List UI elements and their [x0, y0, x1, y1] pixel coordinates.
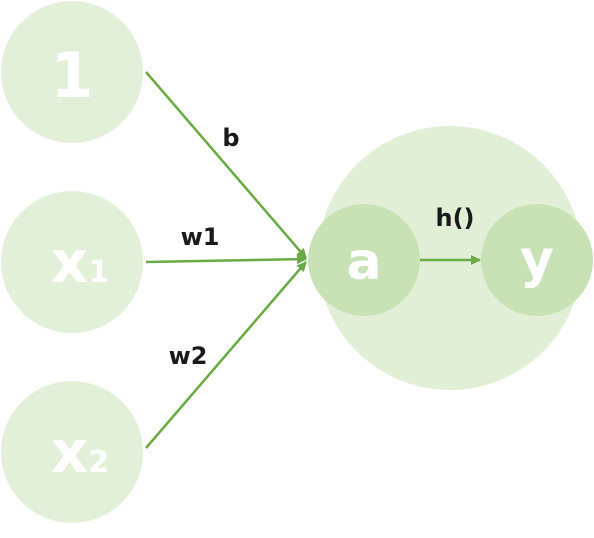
a-node	[308, 204, 420, 316]
x1-subscript: 1	[88, 255, 109, 290]
y-node	[481, 204, 593, 316]
y-node-label: y	[520, 230, 554, 290]
neuron-outer-circle	[318, 126, 582, 390]
x2-node	[1, 381, 143, 523]
x2-main-text: x	[51, 418, 88, 486]
w2-weight-label: w2	[169, 342, 208, 370]
x2-subscript: 2	[88, 445, 109, 480]
x2-node-label: x2	[51, 418, 109, 486]
x2-edge	[145, 261, 307, 449]
x1-node	[1, 191, 143, 333]
x1-node-label: x1	[51, 228, 109, 296]
bias-node	[1, 1, 143, 143]
a-node-label: a	[346, 232, 381, 292]
x1-main-text: x	[51, 228, 88, 296]
w1-weight-label: w1	[181, 223, 220, 251]
bias-weight-label: b	[222, 124, 239, 152]
x1-edge	[145, 254, 307, 265]
bias-node-label: 1	[50, 39, 93, 112]
activation-label: h()	[435, 204, 474, 232]
bias-edge	[145, 71, 307, 259]
